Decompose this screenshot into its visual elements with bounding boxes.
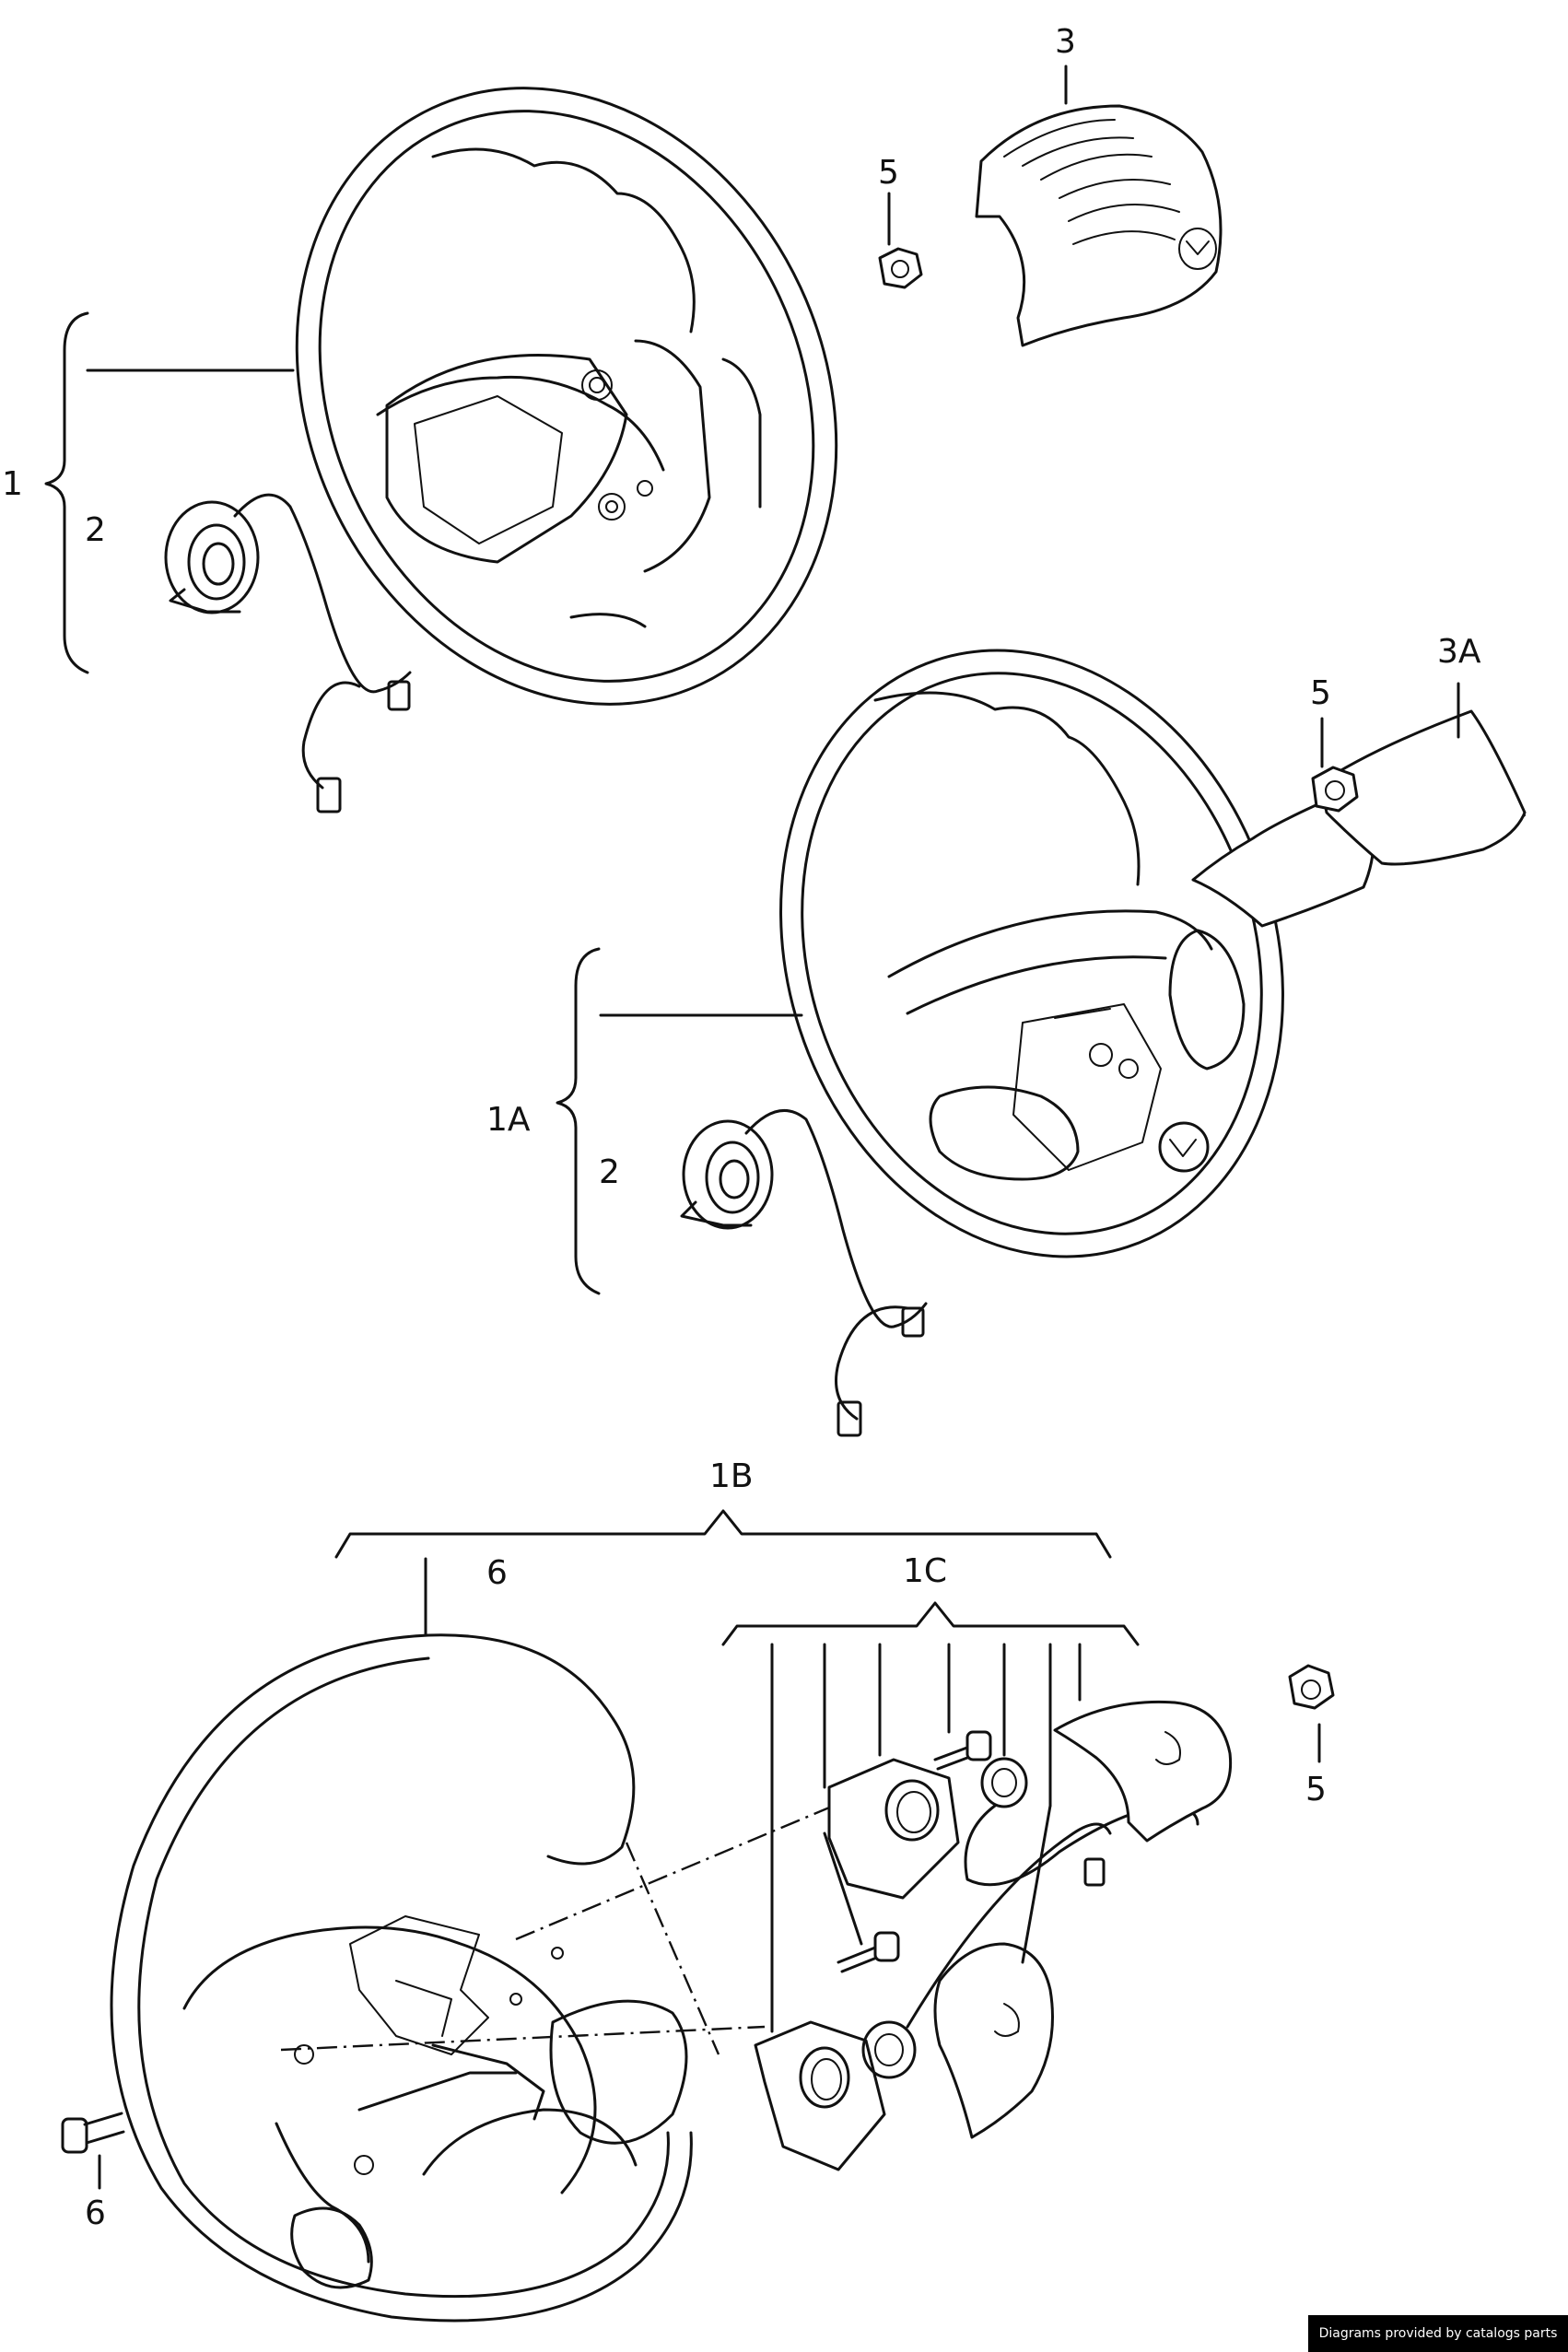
leaders-bottom bbox=[98, 1557, 1321, 2190]
label-5-middle: 5 bbox=[1310, 674, 1331, 712]
label-5-top: 5 bbox=[878, 154, 899, 192]
centerline-vertical bbox=[625, 1842, 720, 2055]
label-3: 3 bbox=[1055, 23, 1076, 61]
credit-banner: Diagrams provided by catalogs parts bbox=[1308, 2315, 1568, 2352]
switch-cover-upper bbox=[1053, 1700, 1233, 1843]
nut-5-bottom bbox=[1288, 1664, 1335, 1710]
nut-5-middle bbox=[1311, 766, 1359, 813]
label-1a: 1A bbox=[486, 1101, 531, 1139]
screw-upper bbox=[933, 1730, 992, 1771]
steering-wheel-1 bbox=[295, 87, 838, 706]
clock-spring-2 bbox=[680, 1108, 928, 1437]
switch-module-upper bbox=[827, 1758, 960, 1900]
label-6-top: 6 bbox=[486, 1554, 508, 1592]
brace-1 bbox=[44, 311, 89, 674]
trim-cover-3 bbox=[975, 104, 1223, 347]
label-6-bottom: 6 bbox=[85, 2194, 106, 2232]
label-1: 1 bbox=[2, 465, 23, 503]
centerline-upper bbox=[515, 1804, 835, 1941]
brace-1b bbox=[334, 1509, 1112, 1559]
nut-5-top bbox=[878, 247, 923, 289]
brace-1c bbox=[721, 1601, 1140, 1646]
steering-wheel-1a bbox=[779, 649, 1284, 1258]
steering-wheel-6 bbox=[110, 1633, 693, 2323]
switch-module-lower bbox=[754, 2020, 886, 2171]
connector-lower bbox=[861, 1822, 1112, 2079]
bolt-6 bbox=[61, 2112, 125, 2154]
label-1b: 1B bbox=[709, 1457, 754, 1495]
label-5-bottom: 5 bbox=[1305, 1771, 1327, 1808]
label-1c: 1C bbox=[903, 1552, 948, 1590]
label-3a: 3A bbox=[1437, 633, 1481, 671]
centerline-lower bbox=[280, 2025, 766, 2052]
clock-spring-1 bbox=[164, 493, 412, 813]
label-2-middle: 2 bbox=[599, 1153, 620, 1191]
label-2-top: 2 bbox=[85, 511, 106, 549]
switch-cover-lower bbox=[933, 1942, 1054, 2139]
brace-1a bbox=[556, 947, 601, 1295]
screw-lower bbox=[837, 1931, 900, 1973]
